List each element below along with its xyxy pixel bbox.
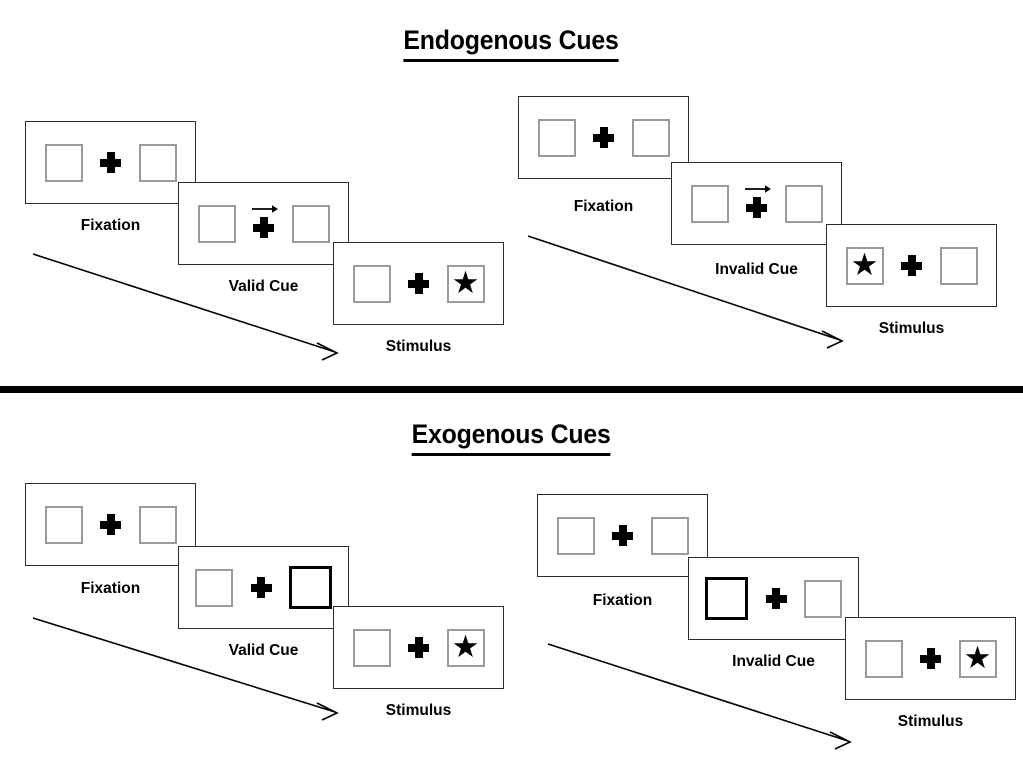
slot-left (197, 204, 236, 243)
fixation-cross-area (83, 141, 139, 185)
caption-endogenous-invalid-stimulus: Stimulus (878, 320, 945, 337)
slot-right-target: ★ (446, 264, 485, 303)
panel-endogenous-valid-fixation (25, 121, 196, 204)
slot-right-target: ★ (446, 628, 485, 667)
slot-right (138, 143, 177, 182)
fixation-cross-area (391, 626, 447, 670)
panel-content (26, 122, 195, 203)
plus-sign-icon (901, 255, 922, 276)
plus-sign-icon (100, 152, 121, 173)
arrow-right-icon (251, 204, 278, 213)
fixation-cross-area (729, 182, 785, 226)
panel-exogenous-valid-cue (178, 546, 349, 629)
panel-content: ★ (827, 225, 996, 306)
slot-left (352, 264, 391, 303)
time-arrow-endogenous-valid (32, 253, 339, 361)
fixation-cross-area (884, 244, 940, 288)
panel-content: ★ (846, 618, 1015, 699)
plus-sign-icon (593, 127, 614, 148)
star-icon: ★ (451, 265, 480, 300)
plus-sign-icon (612, 525, 633, 546)
star-icon: ★ (850, 247, 879, 282)
panel-content (672, 163, 841, 244)
caption-exogenous-invalid-cue: Invalid Cue (732, 653, 815, 670)
slot-right (138, 505, 177, 544)
fixation-cross-area (391, 262, 447, 306)
time-arrow-endogenous-invalid (527, 235, 844, 349)
panel-endogenous-invalid-stimulus: ★ (826, 224, 997, 307)
slot-left (44, 505, 83, 544)
panel-content (538, 495, 707, 576)
slot-right (631, 118, 670, 157)
fixation-cross-area (595, 514, 651, 558)
time-arrow-exogenous-invalid (547, 643, 852, 750)
section-title-exogenous: Exogenous Cues (0, 419, 1023, 456)
slot-left (44, 143, 83, 182)
slot-left (864, 639, 903, 678)
panel-exogenous-invalid-fixation (537, 494, 708, 577)
slot-right (784, 184, 823, 223)
caption-exogenous-invalid-stimulus: Stimulus (897, 713, 964, 730)
fixation-cross-area (236, 202, 292, 246)
caption-endogenous-valid-cue: Valid Cue (228, 278, 299, 295)
plus-sign-icon (765, 588, 787, 609)
panel-exogenous-invalid-cue (688, 557, 859, 640)
caption-exogenous-invalid-fixation: Fixation (592, 592, 653, 609)
caption-exogenous-valid-cue: Valid Cue (228, 642, 299, 659)
plus-sign-icon (920, 648, 941, 669)
fixation-cross-area (903, 637, 959, 681)
caption-endogenous-valid-stimulus: Stimulus (385, 338, 452, 355)
slot-left (690, 184, 729, 223)
slot-right (650, 516, 689, 555)
panel-content (26, 484, 195, 565)
plus-sign-icon (100, 514, 121, 535)
fixation-cross-area (233, 566, 289, 610)
section-divider (0, 386, 1023, 393)
caption-exogenous-valid-stimulus: Stimulus (385, 702, 452, 719)
panel-content: ★ (334, 243, 503, 324)
caption-endogenous-valid-fixation: Fixation (80, 217, 141, 234)
slot-right-cued (289, 566, 332, 609)
fixation-cross-area (748, 577, 804, 621)
star-icon: ★ (451, 629, 480, 664)
panel-endogenous-invalid-fixation (518, 96, 689, 179)
section-title-exogenous-text: Exogenous Cues (412, 419, 611, 456)
arrow-right-icon (744, 184, 771, 193)
slot-right (939, 246, 978, 285)
slot-left (537, 118, 576, 157)
plus-sign-icon (250, 577, 272, 598)
slot-left-cued (705, 577, 748, 620)
plus-sign-icon (408, 637, 429, 658)
slot-left (195, 568, 233, 607)
plus-sign-icon (408, 273, 429, 294)
panel-content (519, 97, 688, 178)
time-arrow-exogenous-valid (32, 617, 339, 721)
panel-exogenous-valid-stimulus: ★ (333, 606, 504, 689)
plus-sign-icon (746, 197, 767, 218)
panel-endogenous-valid-stimulus: ★ (333, 242, 504, 325)
caption-endogenous-invalid-cue: Invalid Cue (715, 261, 798, 278)
panel-endogenous-invalid-cue (671, 162, 842, 245)
panel-exogenous-invalid-stimulus: ★ (845, 617, 1016, 700)
caption-endogenous-invalid-fixation: Fixation (573, 198, 634, 215)
slot-right (804, 579, 842, 618)
panel-content: ★ (334, 607, 503, 688)
slot-left-target: ★ (845, 246, 884, 285)
section-title-endogenous-text: Endogenous Cues (403, 25, 619, 62)
slot-left (556, 516, 595, 555)
fixation-cross-area (83, 503, 139, 547)
panel-content (179, 183, 348, 264)
panel-content (179, 547, 348, 628)
caption-exogenous-valid-fixation: Fixation (80, 580, 141, 597)
panel-exogenous-valid-fixation (25, 483, 196, 566)
slot-right (291, 204, 330, 243)
panel-endogenous-valid-cue (178, 182, 349, 265)
slot-left (352, 628, 391, 667)
panel-content (689, 558, 858, 639)
section-title-endogenous: Endogenous Cues (0, 25, 1023, 62)
plus-sign-icon (253, 217, 274, 238)
fixation-cross-area (576, 116, 632, 160)
slot-right-target: ★ (958, 639, 997, 678)
star-icon: ★ (963, 640, 992, 675)
